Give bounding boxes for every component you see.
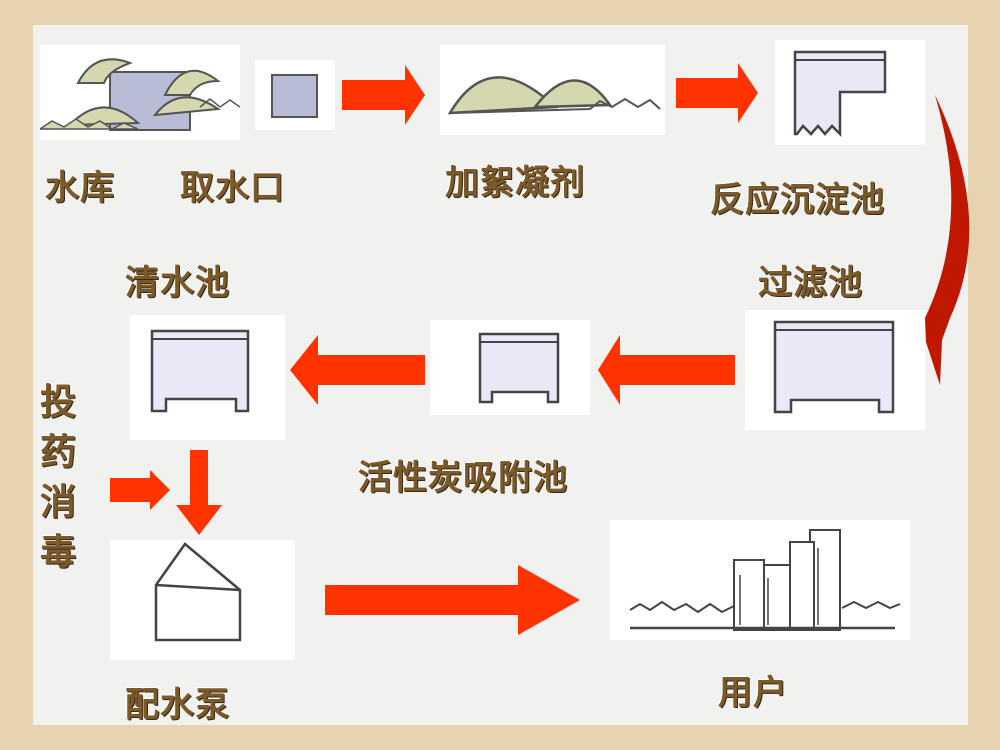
label-intake: 取水口 (180, 168, 285, 208)
intake-illustration (255, 60, 335, 130)
label-disinfection: 投药消毒 (39, 382, 76, 573)
carbon-illustration (430, 320, 590, 415)
filter-illustration (745, 310, 925, 430)
label-sedimentation: 反应沉淀池 (710, 180, 885, 220)
arrow-down (176, 450, 222, 535)
label-pump: 配水泵 (125, 685, 230, 725)
label-carbon: 活性炭吸附池 (358, 458, 568, 498)
label-filter: 过滤池 (758, 263, 863, 303)
curved-arrow (925, 95, 970, 385)
sedimentation-illustration (775, 40, 925, 145)
arrow-right-2 (676, 63, 758, 123)
clear-water-illustration (130, 315, 285, 440)
coagulant-illustration (440, 45, 665, 135)
user-illustration (610, 520, 910, 640)
label-reservoir: 水库 (45, 168, 115, 208)
label-coagulant: 加絮凝剂 (445, 163, 585, 203)
label-clear-water: 清水池 (125, 263, 230, 303)
arrow-disinfection (110, 470, 170, 510)
arrow-left-2 (290, 335, 425, 405)
arrow-right-1 (342, 65, 425, 125)
pump-illustration (110, 540, 295, 660)
reservoir-illustration (37, 45, 241, 140)
arrow-left-1 (598, 335, 735, 405)
arrow-right-3 (325, 565, 580, 635)
label-user: 用户 (718, 673, 788, 713)
